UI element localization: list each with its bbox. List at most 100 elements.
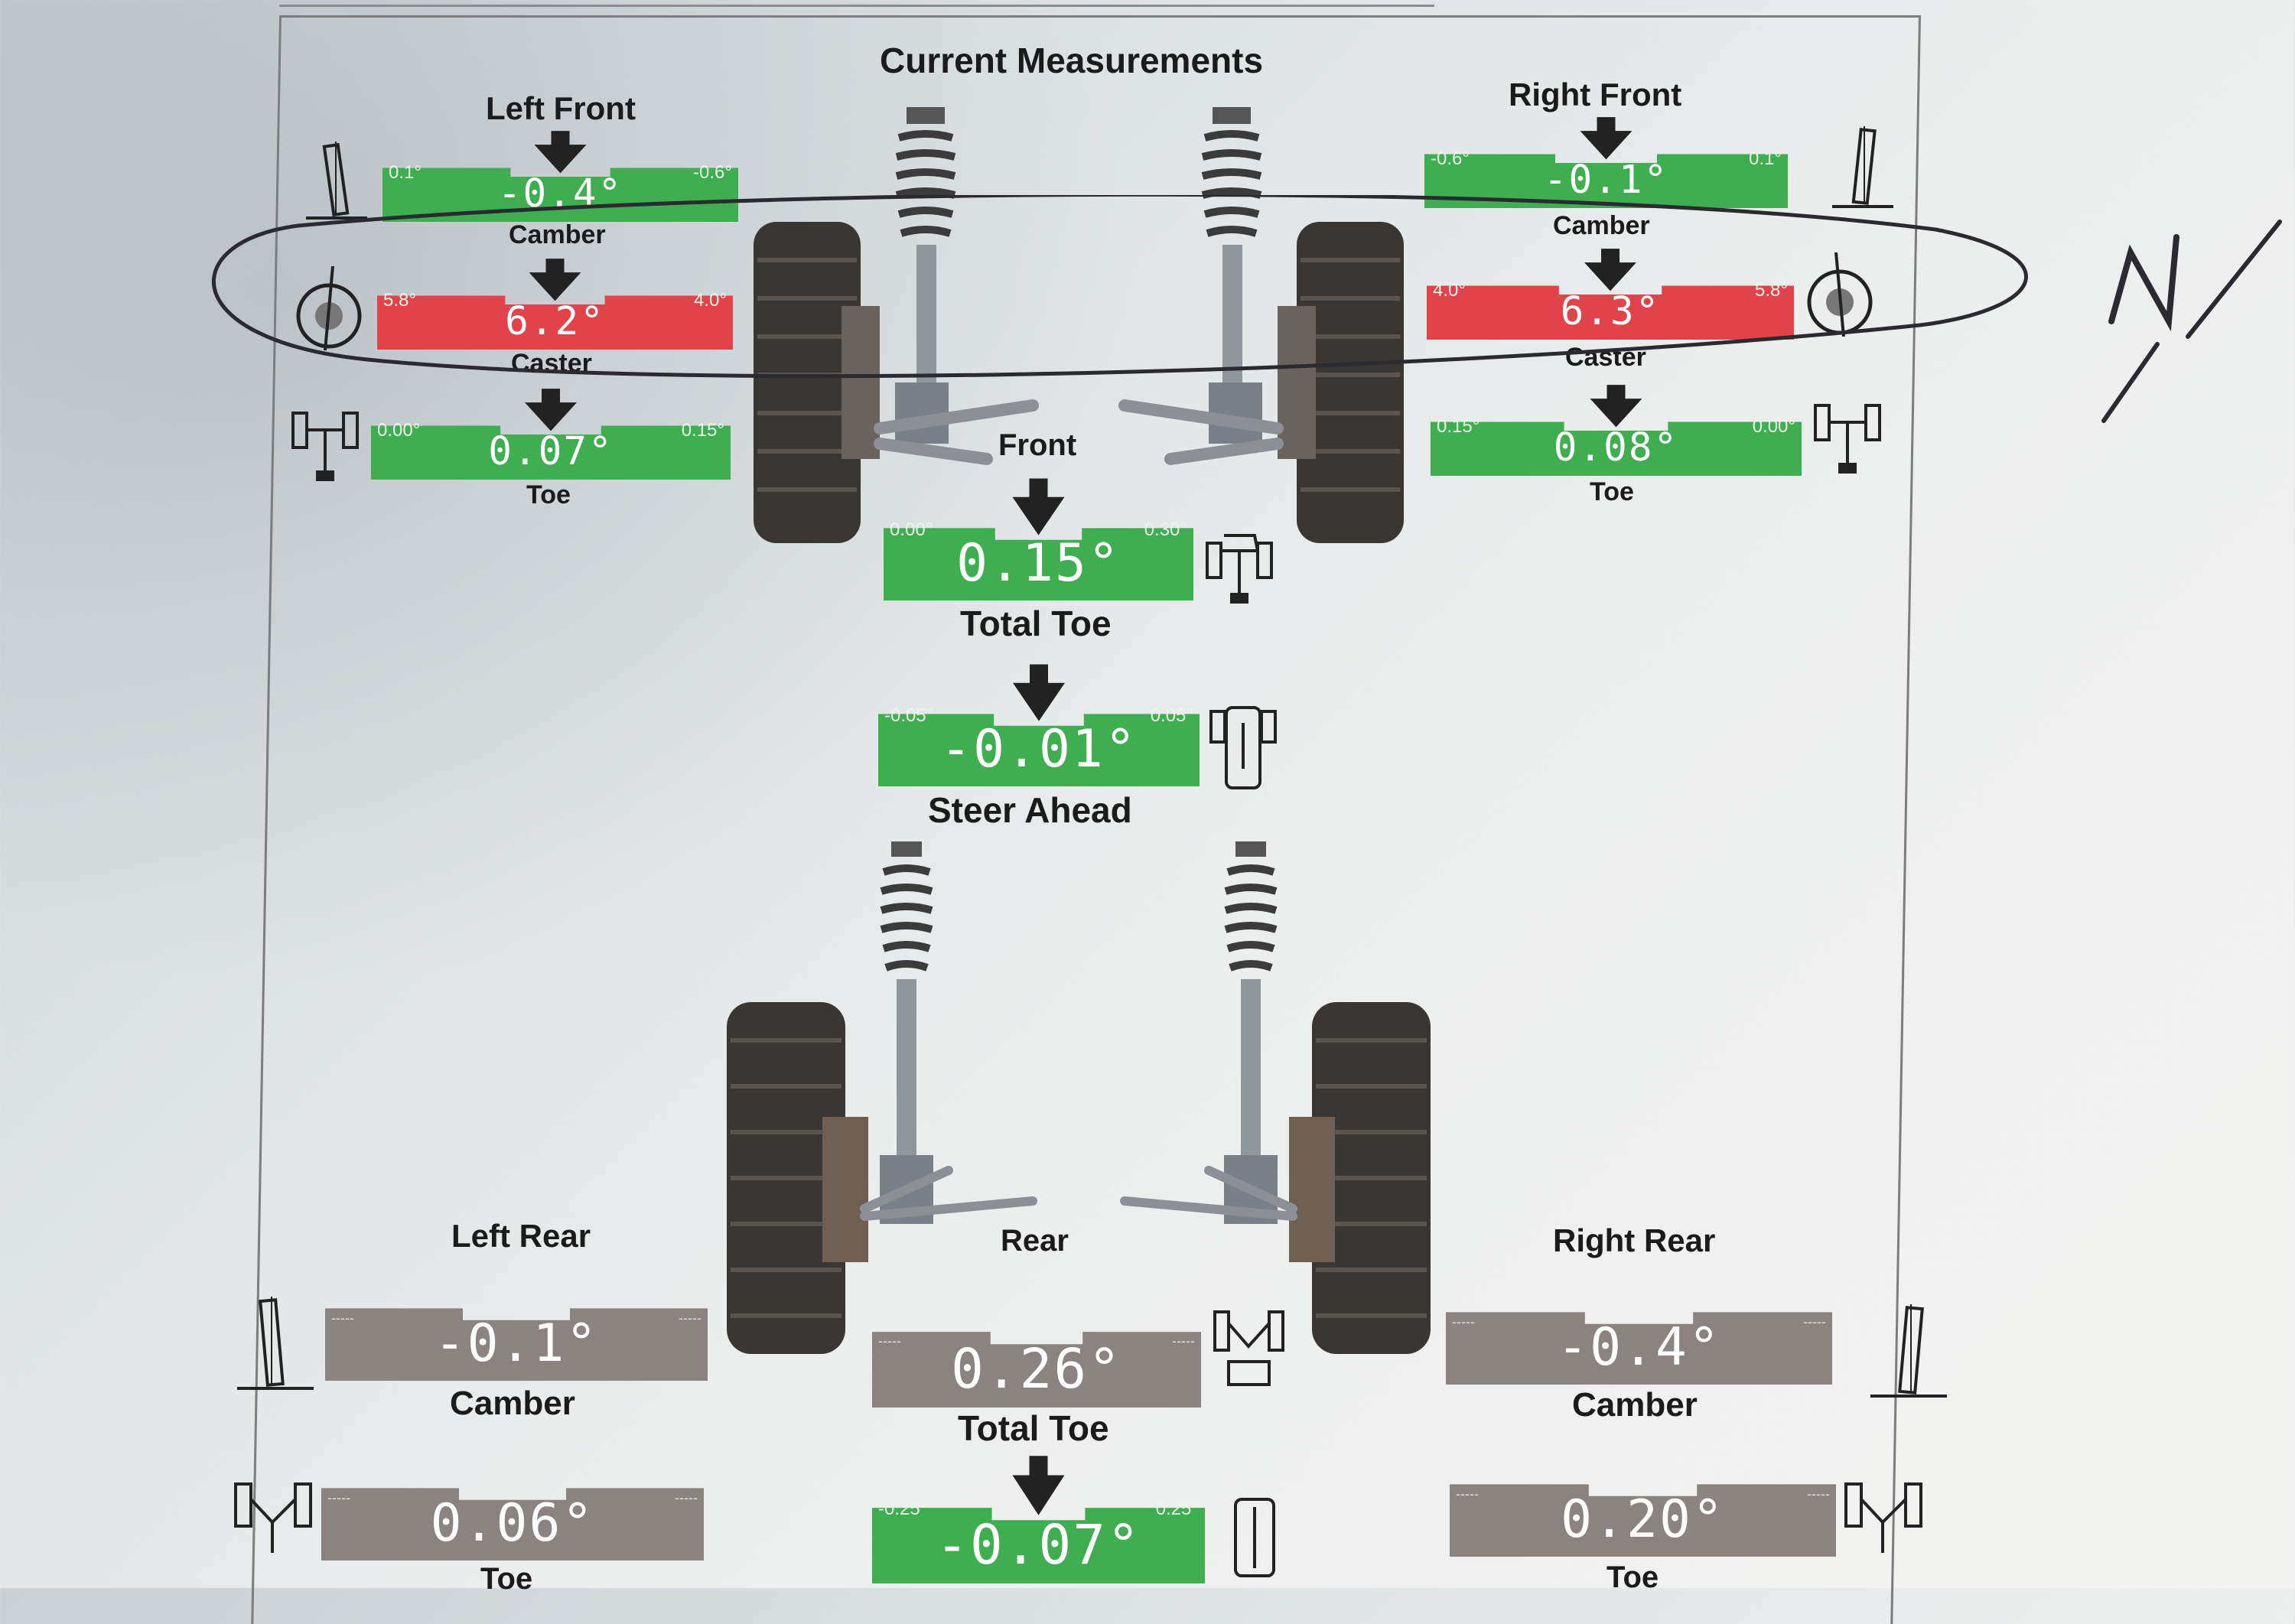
left-front-tire <box>754 222 880 543</box>
steer-ahead-box: -0.05° 0.05° -0.01° <box>878 664 1200 786</box>
arrow-down-icon <box>1584 249 1636 291</box>
measurement-value: -0.01° <box>940 718 1138 779</box>
box-background <box>1446 1312 1832 1385</box>
front-title: Front <box>998 428 1077 462</box>
box-background <box>321 1488 704 1561</box>
right-front-tire <box>1278 222 1404 543</box>
range-max: 0.15° <box>681 420 724 441</box>
front-total-toe-label: Total Toe <box>960 604 1112 643</box>
range-min: ----- <box>327 1490 350 1505</box>
thrust-angle-icon <box>1234 1498 1275 1577</box>
range-min: -0.05° <box>884 705 934 726</box>
range-max: 0.25° <box>1155 1499 1199 1519</box>
rf-toe-label: Toe <box>1590 477 1634 506</box>
arrow-down-icon <box>1012 478 1065 535</box>
range-min: -0.6° <box>1431 148 1470 169</box>
box-fill <box>1446 1312 1832 1385</box>
box-fill <box>1450 1484 1836 1557</box>
range-max: 0.1° <box>1749 148 1782 169</box>
steer-ahead-label: Steer Ahead <box>928 790 1132 830</box>
box-fill <box>1431 421 1802 476</box>
right-rear-toe-icon <box>1844 1482 1922 1553</box>
range-max: ----- <box>1807 1486 1830 1502</box>
front-total-toe-box: 0.00°0.30°0.15° <box>884 478 1193 600</box>
range-max: 0.30° <box>1144 519 1187 540</box>
measurement-value: -0.1° <box>434 1313 599 1374</box>
measurement-value: 0.08° <box>1553 425 1679 471</box>
thrust-box: -0.25°0.25°-0.07° <box>872 1456 1205 1583</box>
rf-caster-box: 4.0° 5.8° 6.3° <box>1427 249 1794 340</box>
box-fill <box>321 1488 704 1561</box>
left-rear-toe-icon <box>234 1482 312 1553</box>
rr-camber-label: Camber <box>1572 1386 1698 1424</box>
left-rear-tire <box>727 1002 868 1354</box>
rr-camber-box: -----------0.4° <box>1446 1300 1832 1385</box>
range-min: 0.00° <box>377 420 421 441</box>
lf-toe-label: Toe <box>526 480 571 509</box>
lf-caster-box: 5.8°4.0°6.2° <box>377 259 733 350</box>
front-suspension-image <box>754 107 1404 543</box>
arrow-down-icon <box>1590 385 1642 428</box>
box-fill <box>872 1332 1201 1408</box>
rear-total-toe-car-icon <box>1213 1310 1284 1386</box>
right-rear-camber-icon <box>1870 1304 1947 1398</box>
right-rear-tire <box>1289 1002 1431 1354</box>
box-fill <box>325 1308 708 1381</box>
steer-ahead-car-icon <box>1209 706 1277 789</box>
rr-toe-label: Toe <box>1606 1561 1659 1594</box>
right-front-title: Right Front <box>1509 76 1682 112</box>
page-title: Current Measurements <box>880 41 1264 80</box>
range-min: 0.1° <box>389 162 422 183</box>
lr-toe-box: ----------0.06° <box>321 1476 704 1561</box>
measurement-value: 6.3° <box>1560 289 1661 335</box>
box-fill <box>1427 285 1794 340</box>
lr-camber-box: -----------0.1° <box>325 1297 708 1381</box>
left-rear-strut <box>880 841 933 1224</box>
box-background <box>377 259 733 350</box>
left-front-caster-icon <box>296 266 362 351</box>
page-top-rule <box>279 0 1434 7</box>
box-background <box>1431 385 1802 476</box>
left-rear-title: Left Rear <box>451 1218 591 1254</box>
lf-camber-box: 0.1°-0.6°-0.4° <box>382 131 738 222</box>
rear-links <box>860 1166 1297 1221</box>
left-rear-camber-icon <box>237 1297 314 1390</box>
box-fill <box>878 714 1200 786</box>
rf-toe-box: 0.15°0.00°0.08° <box>1431 385 1802 476</box>
caster-circle-annotation <box>212 195 2028 379</box>
box-background <box>884 478 1193 600</box>
range-max: 0.05° <box>1150 705 1193 726</box>
right-front-toe-icon <box>1814 404 1881 474</box>
total-toe-car-icon <box>1206 534 1273 604</box>
box-fill <box>884 528 1193 600</box>
range-min: 5.8° <box>383 290 416 311</box>
arrow-down-icon <box>534 131 587 174</box>
arrow-down-icon <box>529 259 581 301</box>
range-max: -0.6° <box>693 162 732 183</box>
arrow-down-icon <box>1013 664 1065 721</box>
measurement-value: -0.1° <box>1543 158 1669 203</box>
box-background <box>872 1332 1201 1408</box>
rf-camber-box: -0.6° 0.1° -0.1° <box>1424 117 1788 208</box>
range-min: -0.25° <box>878 1499 928 1519</box>
left-front-strut <box>895 107 956 444</box>
range-max: 5.8° <box>1755 280 1788 301</box>
rf-camber-label: Camber <box>1553 211 1650 240</box>
box-background <box>1424 117 1788 208</box>
box-fill <box>377 295 733 350</box>
right-front-camber-icon <box>1832 126 1893 208</box>
left-front-title: Left Front <box>486 90 636 126</box>
measurement-value: 0.07° <box>488 429 614 475</box>
range-min: 4.0° <box>1433 280 1466 301</box>
range-min: ----- <box>878 1333 901 1349</box>
lf-camber-label: Camber <box>509 220 606 249</box>
lr-camber-label: Camber <box>450 1385 575 1422</box>
rear-total-toe-box: ----------0.26° <box>872 1320 1201 1408</box>
range-max: ----- <box>675 1490 698 1505</box>
right-front-strut <box>1201 107 1262 444</box>
measurement-value: 0.26° <box>951 1336 1122 1401</box>
lr-toe-label: Toe <box>480 1562 533 1596</box>
right-rear-strut <box>1224 841 1278 1224</box>
right-rear-title: Right Rear <box>1553 1222 1716 1258</box>
box-fill <box>1424 154 1788 208</box>
